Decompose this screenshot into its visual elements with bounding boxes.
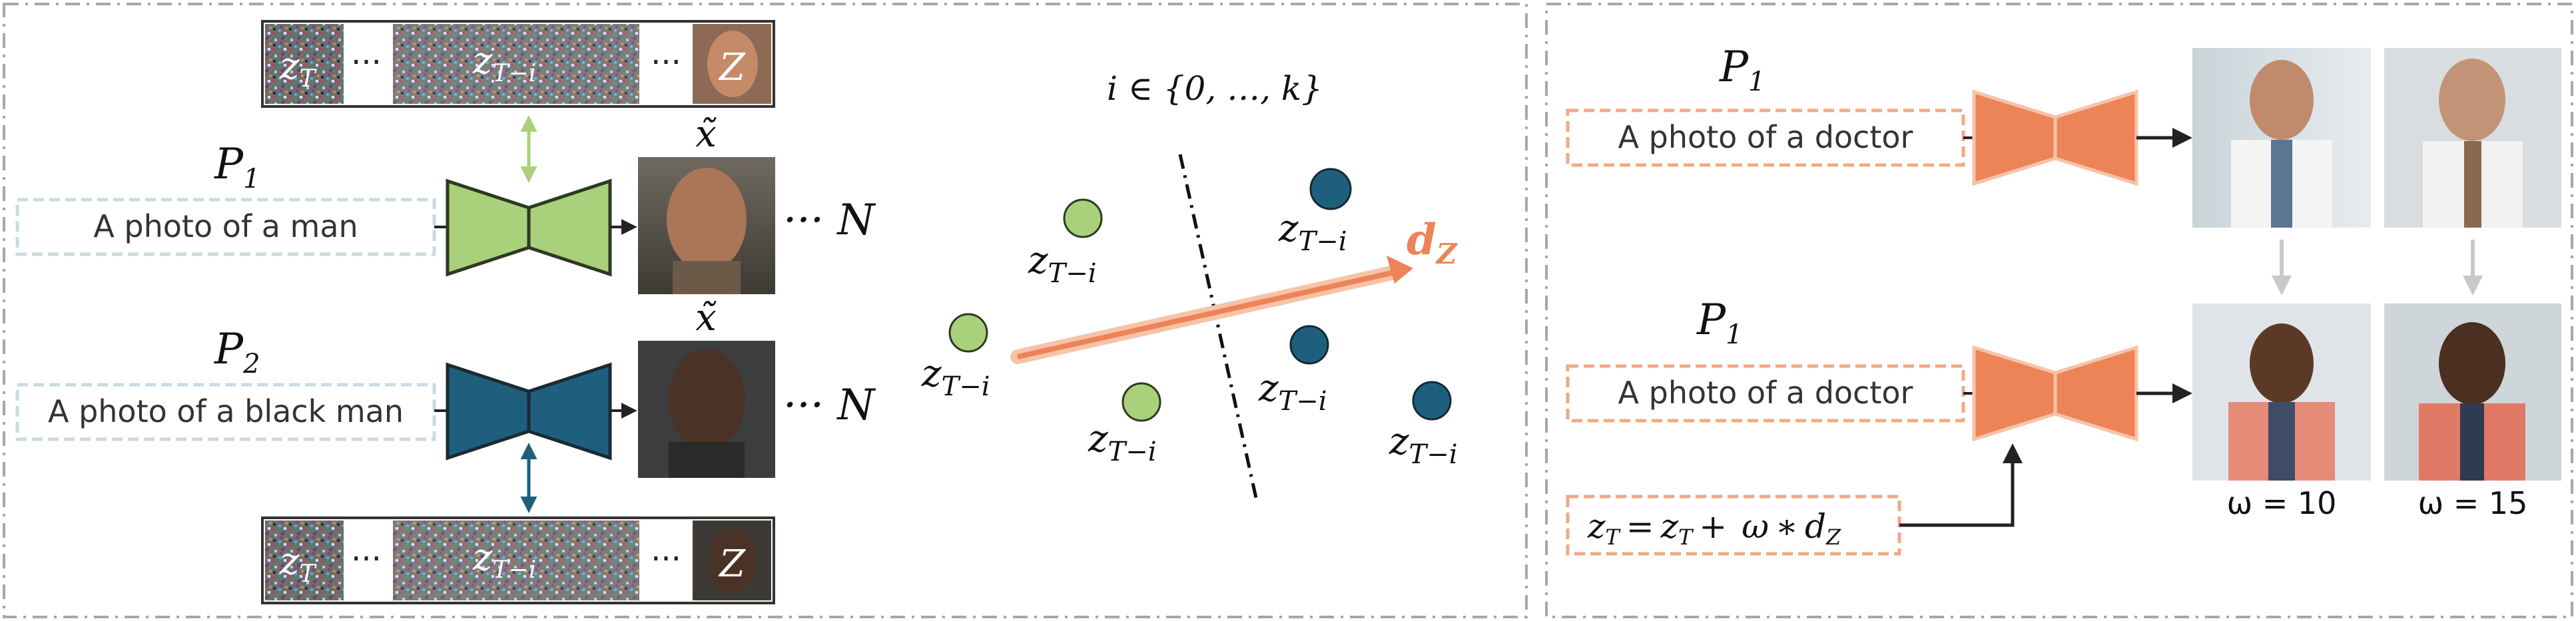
direction-label-dz: dZ [1407,215,1458,270]
formula-connector [1899,443,2023,527]
right-bottom-p1-label: P1 [1696,296,1743,350]
left-p2-label: P2 [214,325,260,379]
bottom-latent-strip: zT ··· zT−i ··· Z [261,517,775,604]
left-p1-label: P1 [214,140,260,194]
top-strip-zTi: zT−i [472,39,536,87]
index-set-label: i ∈ {0, …, k} [1107,69,1323,108]
left-p2-n: ··· N [783,381,876,430]
top-strip-zT: zT [279,45,318,93]
orange-unet-bottom [1972,345,2138,442]
right-top-prompt-box [1566,108,1965,167]
left-p1-prompt: A photo of a man [93,208,358,244]
generated-black-man-image [638,341,775,478]
top-strip-Z: Z [718,46,746,89]
top-strip-dots1: ··· [351,44,382,81]
green-point-3 [1122,382,1161,422]
right-top-prompt: A photo of a doctor [1618,119,1913,155]
left-panel-border [3,3,1528,618]
green-point-1-label: zT−i [1028,239,1097,289]
left-p2-prompt-box [15,383,436,441]
left-p1-prompt-box [15,198,436,256]
bottom-strip-Z: Z [718,542,746,586]
left-p2-xtilde: x̃ [695,296,717,339]
generated-man-image [638,157,775,294]
top-latent-strip: zT ··· zT−i ··· Z [261,20,775,108]
doctor-image-2 [2384,48,2561,228]
bottom-strip-zTi: zT−i [472,536,536,584]
teal-point-2-label: zT−i [1258,367,1327,417]
teal-point-3 [1412,381,1452,421]
teal-point-1 [1309,168,1352,210]
green-unet [446,178,612,277]
bottom-strip-dots1: ··· [351,540,382,578]
orange-unet-top [1972,89,2138,186]
green-point-1 [1063,198,1103,238]
direction-arrow-dz [1010,256,1413,364]
teal-point-3-label: zT−i [1389,420,1458,470]
right-bottom-prompt-box [1566,364,1965,423]
edited-doctor-image-omega15 [2384,304,2561,481]
doctor-image-1 [2192,48,2371,228]
separator-line [1178,154,1258,499]
right-panel-border [1545,3,2573,618]
omega-15-label: ω = 15 [2418,485,2528,521]
formula-text: zT=zT+ω∗dZ [1587,507,1841,550]
right-bottom-prompt: A photo of a doctor [1618,375,1913,411]
teal-point-2 [1289,325,1329,365]
omega-10-label: ω = 10 [2227,485,2337,521]
top-strip-dots2: ··· [651,44,681,81]
teal-point-1-label: zT−i [1278,207,1347,257]
teal-unet [446,362,612,461]
left-p2-prompt: A photo of a black man [48,393,404,429]
right-top-p1-label: P1 [1719,43,1766,97]
bottom-strip-dots2: ··· [651,540,681,578]
left-p1-xtilde: x̃ [695,112,717,156]
green-point-2-label: zT−i [921,352,990,402]
green-point-3-label: zT−i [1088,417,1157,467]
edited-doctor-image-omega10 [2192,304,2371,481]
green-point-2 [948,313,988,353]
bottom-strip-zT: zT [279,540,318,588]
left-p1-n: ··· N [783,196,876,245]
